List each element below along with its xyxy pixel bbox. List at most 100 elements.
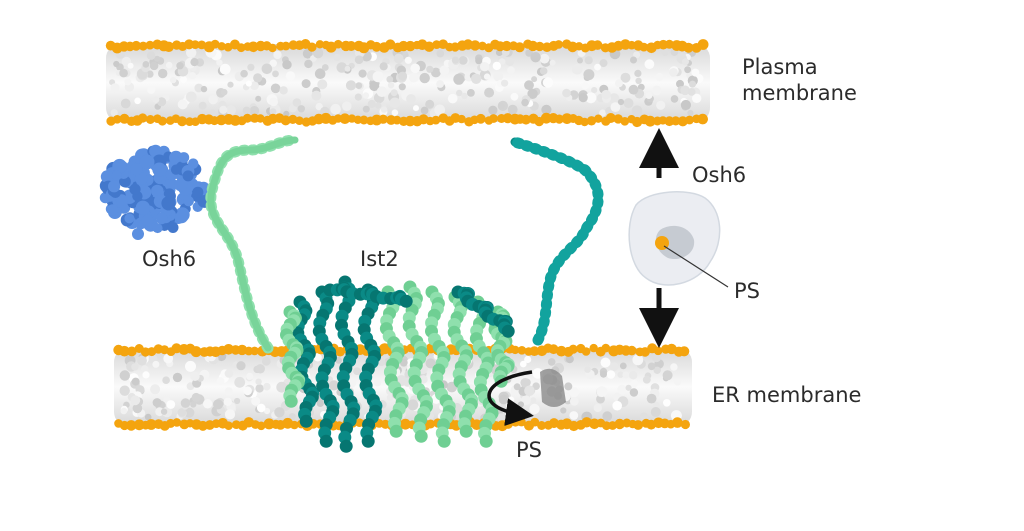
- lipid-tail-bead: [531, 76, 538, 83]
- lipid-tail-bead: [655, 72, 664, 82]
- lipid-tail-bead: [220, 88, 228, 96]
- lipid-tail-bead: [619, 362, 627, 370]
- lipid-tail-bead: [200, 85, 208, 93]
- headgroup-bead: [537, 421, 547, 430]
- osh6-bead: [167, 222, 179, 233]
- lipid-tail-bead: [272, 70, 279, 78]
- lipid-tail-bead: [246, 372, 254, 380]
- headgroup-bead: [457, 114, 466, 124]
- osh6-bead: [112, 158, 127, 174]
- lipid-tail-bead: [163, 353, 174, 364]
- lipid-tail-bead: [190, 371, 200, 381]
- lipid-tail-bead: [142, 371, 150, 379]
- lipid-tail-bead: [198, 101, 207, 110]
- lipid-tail-bead: [176, 61, 184, 70]
- lipid-tail-bead: [379, 62, 388, 71]
- lipid-tail-bead: [393, 53, 404, 64]
- lipid-tail-bead: [313, 353, 322, 362]
- lipid-tail-bead: [180, 76, 187, 83]
- lipid-tail-bead: [203, 399, 213, 409]
- lipid-tail-bead: [234, 376, 246, 388]
- lipid-tail-bead: [631, 105, 643, 117]
- lipid-tail-bead: [251, 396, 261, 406]
- lipid-tail-bead: [269, 108, 277, 115]
- lipid-tail-bead: [149, 61, 159, 71]
- headgroup-bead: [592, 40, 603, 50]
- lipid-tail-bead: [177, 408, 187, 417]
- lipid-tail-bead: [240, 69, 248, 78]
- lipid-tail-bead: [644, 59, 655, 70]
- lipid-tail-bead: [372, 71, 384, 83]
- ist2-helix-bead: [319, 434, 333, 448]
- lipid-tail-bead: [224, 369, 234, 378]
- lipid-tail-bead: [565, 355, 574, 364]
- ist2-helix-bead: [479, 434, 493, 448]
- lipid-tail-bead: [497, 102, 505, 110]
- lipid-tail-bead: [692, 93, 702, 104]
- lipid-tail-bead: [373, 379, 382, 387]
- lipid-tail-bead: [127, 62, 134, 69]
- lipid-tail-bead: [162, 376, 170, 385]
- lipid-tail-bead: [224, 409, 236, 420]
- lipid-tail-bead: [282, 59, 292, 70]
- headgroup-bead: [697, 113, 708, 125]
- osh6-bead: [139, 154, 155, 170]
- headgroup-bead: [671, 116, 681, 126]
- lipid-tail-bead: [297, 105, 305, 113]
- lipid-tail-bead: [110, 109, 118, 117]
- lipid-tail-bead: [304, 59, 313, 69]
- lipid-tail-bead: [185, 360, 196, 372]
- lipid-tail-bead: [336, 62, 348, 73]
- lipid-tail-bead: [458, 56, 468, 65]
- lipid-tail-bead: [530, 397, 537, 404]
- lipid-tail-bead: [285, 71, 296, 81]
- lipid-tail-bead: [436, 49, 445, 58]
- ps-label-right: PS: [734, 279, 760, 303]
- lipid-tail-bead: [223, 397, 232, 406]
- osh6-bead: [174, 178, 188, 192]
- lipid-tail-bead: [342, 101, 352, 111]
- lipid-tail-bead: [517, 401, 525, 408]
- lipid-tail-bead: [120, 407, 128, 415]
- lipid-tail-bead: [142, 61, 150, 68]
- headgroup-bead: [400, 418, 411, 430]
- lipid-tail-bead: [663, 399, 671, 407]
- osh6-bead: [151, 184, 164, 198]
- lipid-tail-bead: [571, 64, 583, 75]
- headgroup-bead: [288, 114, 298, 124]
- osh6-bead: [124, 213, 135, 224]
- lipid-tail-bead: [691, 68, 700, 77]
- lipid-tail-bead: [154, 55, 161, 62]
- osh6-bead: [183, 196, 194, 207]
- lipid-tail-bead: [358, 69, 367, 78]
- er-membrane-label: ER membrane: [712, 383, 862, 407]
- lipid-tail-bead: [439, 65, 450, 76]
- plasma-membrane: [105, 39, 710, 128]
- osh6-bead: [155, 212, 168, 225]
- lipid-tail-bead: [606, 370, 616, 379]
- lipid-tail-bead: [344, 65, 351, 72]
- ist2-helix-bead: [284, 394, 298, 408]
- headgroup-bead: [548, 344, 559, 355]
- osh6-bead: [134, 172, 148, 185]
- lipid-tail-bead: [188, 72, 197, 80]
- lipid-tail-bead: [630, 56, 637, 64]
- lipid-tail-bead: [227, 81, 234, 88]
- lipid-tail-bead: [190, 58, 199, 67]
- lipid-tail-bead: [158, 68, 168, 79]
- lipid-tail-bead: [447, 93, 458, 104]
- lipid-tail-bead: [501, 79, 509, 87]
- ps-pointer-line: [663, 245, 729, 288]
- headgroup-bead: [568, 344, 578, 354]
- lipid-tail-bead: [640, 412, 648, 421]
- lipid-tail-bead: [581, 82, 589, 90]
- lipid-tail-bead: [172, 372, 183, 383]
- ist2-linker-dark: [509, 136, 604, 346]
- osh6-bead: [152, 162, 167, 177]
- lipid-tail-bead: [146, 70, 154, 78]
- lipid-tail-bead: [301, 79, 311, 89]
- lipid-tail-bead: [532, 382, 540, 391]
- headgroup-bead: [250, 346, 259, 356]
- headgroup-bead: [424, 41, 435, 52]
- headgroup-bead: [639, 42, 649, 52]
